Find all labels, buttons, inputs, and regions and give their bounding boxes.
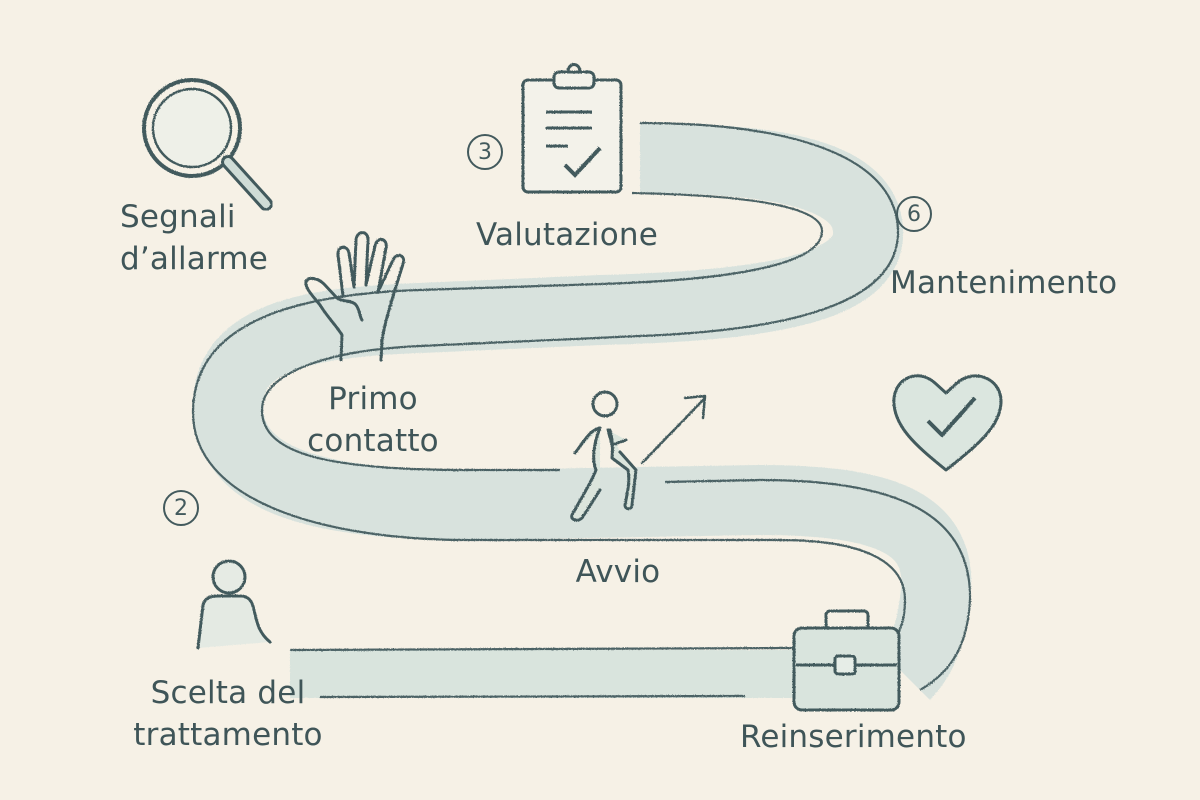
stage-label-primo-contatto-line1: Primo (328, 381, 418, 417)
stage-label-mantenimento-line1: Mantenimento (890, 265, 1118, 301)
road-edge-1 (260, 121, 900, 472)
stage-label-avvio-line1: Avvio (575, 554, 661, 590)
heart-check-icon (892, 374, 1003, 472)
stage-label-segnali: Segnali d’allarme (120, 196, 268, 280)
stage-label-valutazione: Valutazione (476, 214, 658, 256)
winding-road (191, 121, 972, 700)
magnifier-icon (142, 78, 273, 211)
clipboard-check-icon (521, 63, 623, 194)
step-badge-2: 2 (163, 490, 199, 526)
stage-label-mantenimento: Mantenimento (890, 262, 1117, 304)
raised-hand-icon (304, 231, 406, 362)
stage-label-primo-contatto: Primo contatto (307, 378, 439, 462)
road-bottom-edge-bottom (319, 694, 746, 699)
step-badge-6: 6 (896, 196, 932, 232)
stage-label-scelta: Scelta del trattamento (133, 672, 322, 756)
stage-label-avvio: Avvio (576, 551, 661, 593)
road-edge-3 (664, 478, 972, 691)
road-edge-2 (191, 191, 907, 656)
walking-person-arrow-icon (570, 390, 707, 522)
road-fill (193, 123, 972, 700)
stage-label-segnali-line2: d’allarme (120, 241, 269, 277)
stage-label-primo-contatto-line2: contatto (307, 423, 439, 459)
briefcase-icon (792, 609, 901, 712)
person-icon (196, 559, 272, 650)
stage-label-valutazione-line1: Valutazione (476, 217, 658, 253)
step-badge-3: 3 (467, 134, 503, 170)
stage-label-scelta-line2: trattamento (133, 717, 323, 753)
stage-label-reinserimento-line1: Reinserimento (740, 719, 967, 755)
stage-label-scelta-line1: Scelta del (150, 675, 306, 711)
stage-label-reinserimento: Reinserimento (740, 716, 967, 758)
road-bottom-edge-top (289, 646, 796, 652)
stage-label-segnali-line1: Segnali (120, 199, 236, 235)
road-bottom-fill (290, 650, 795, 698)
